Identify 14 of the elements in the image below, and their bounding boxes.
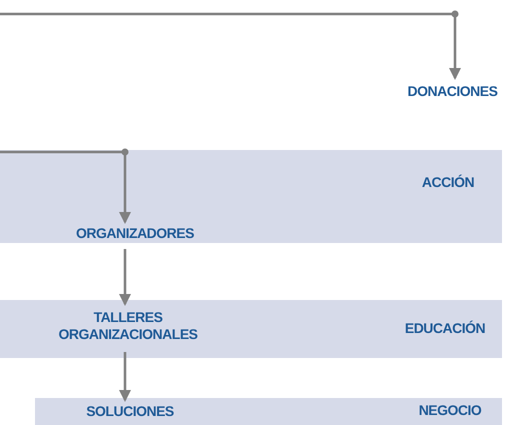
arrow (0, 148, 131, 224)
band-label: NEGOCIO (418, 402, 482, 419)
band-label: EDUCACIÓN (404, 320, 486, 337)
node-label: ORGANIZADORES (60, 224, 210, 243)
arrow (119, 249, 131, 306)
band-background (35, 398, 502, 425)
arrow (119, 352, 131, 402)
node-label: SOLUCIONES (70, 402, 190, 421)
band-label: ACCIÓN (420, 174, 476, 191)
arrow (0, 10, 461, 80)
node-label: DONACIONES (400, 80, 505, 102)
node-label: TALLERES ORGANIZACIONALES (38, 306, 218, 346)
band-background (0, 150, 502, 243)
band-background (0, 300, 502, 358)
